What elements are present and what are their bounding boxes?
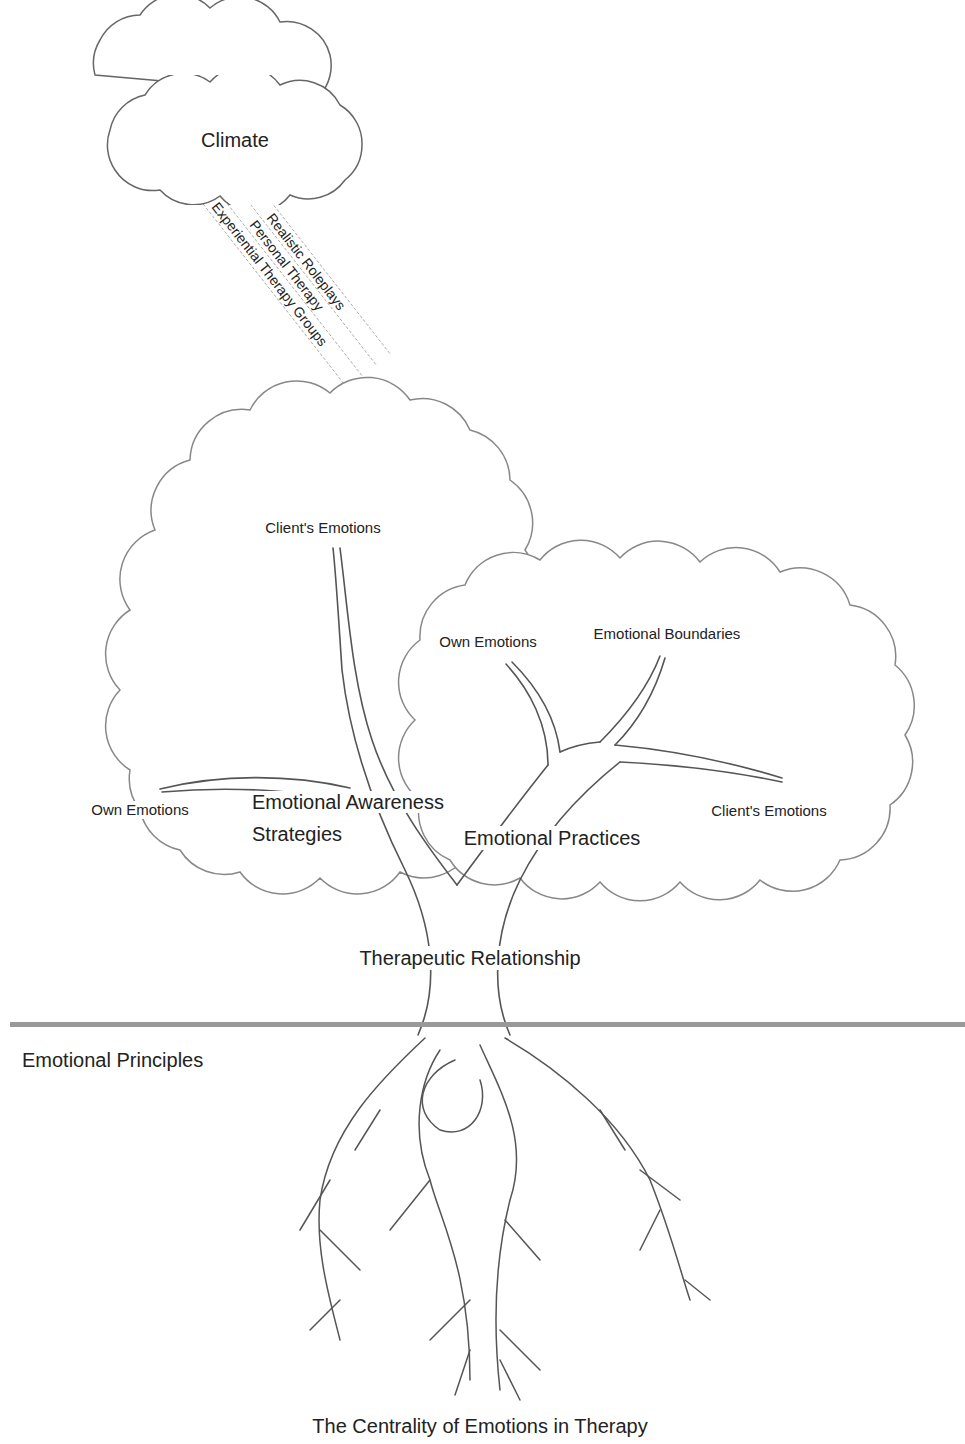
right-crown (399, 540, 915, 901)
root-label: The Centrality of Emotions in Therapy (310, 1414, 649, 1438)
roots (300, 1038, 710, 1400)
cloud-shape (107, 75, 362, 205)
crown-label-text: Emotional Awareness Strategies (252, 791, 444, 845)
branch-label: Client's Emotions (263, 519, 382, 537)
ground-line (10, 1022, 965, 1027)
branch-label: Own Emotions (89, 801, 191, 819)
crown-label: Emotional Awareness Strategies (250, 786, 469, 850)
trunk-branches (160, 548, 782, 1035)
branch-label: Emotional Boundaries (592, 625, 743, 643)
crown-label: Emotional Practices (462, 826, 643, 850)
branch-label: Own Emotions (437, 633, 539, 651)
branch-label: Client's Emotions (709, 802, 828, 820)
cloud-node: Climate (100, 75, 370, 205)
cloud-title: Climate (201, 129, 269, 152)
trunk-label: Therapeutic Relationship (357, 946, 582, 970)
ground-label: Emotional Principles (20, 1048, 205, 1072)
